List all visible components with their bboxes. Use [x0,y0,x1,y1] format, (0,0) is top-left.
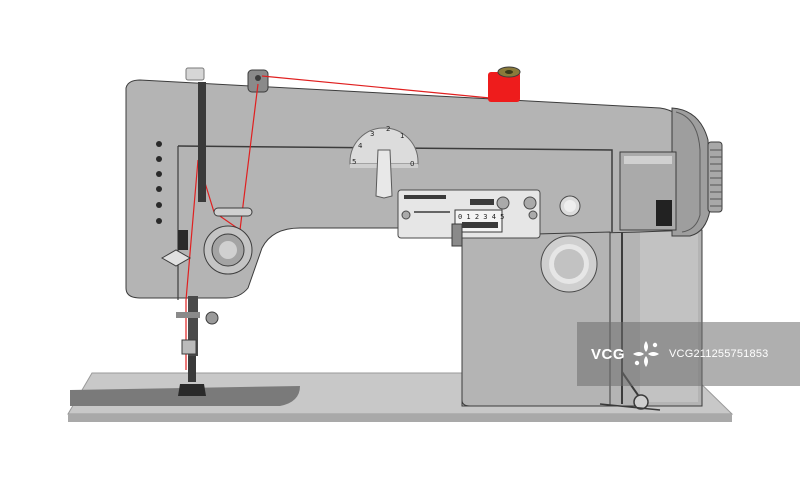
stitch-dial: 5 4 3 2 1 0 [349,125,419,199]
dial-number-0: 0 [410,160,414,168]
thread-spool [488,66,521,102]
stitch-length-scale: 0 1 2 3 4 5 [458,213,504,221]
side-panel [619,151,677,231]
end-cap [671,107,723,237]
watermark-flower-icon [633,341,660,367]
front-knob [540,235,598,293]
dial-number-5: 5 [352,158,356,166]
dial-number-3: 3 [370,130,374,138]
handwheel-teeth [710,149,722,207]
presser-bar-cap [185,67,205,81]
dial-number-4: 4 [358,142,363,150]
needle-bar [198,82,206,202]
dial-number-1: 1 [400,132,404,140]
watermark-logo: VCG [591,345,626,363]
watermark-id: VCG211255751853 [669,348,769,360]
control-plate: 0 1 2 3 4 5 [397,189,541,247]
thread-guide-hook [160,249,192,267]
face-vents [156,141,162,224]
presser-foot [176,296,219,396]
watermark-banner: VCG VCG211255751853 [577,322,800,386]
dial-number-2: 2 [386,125,390,133]
face-slot [178,230,188,250]
tension-knob [203,207,253,275]
